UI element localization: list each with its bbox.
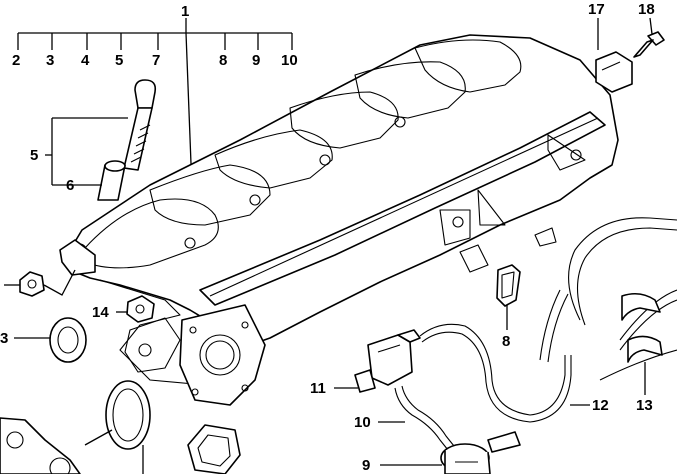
pressure-converter-part-11 [334,329,421,393]
throttle-body-partial [0,417,113,474]
callout-3-top: 3 [46,52,54,69]
square-gasket [187,424,241,474]
callout-3: 3 [0,330,8,347]
callout-7: 7 [152,52,160,69]
vacuum-hose-part-12 [419,323,590,423]
callout-17: 17 [588,1,605,18]
callout-12: 12 [592,397,609,414]
callout-9-top: 9 [252,52,260,69]
callout-1: 1 [181,3,189,20]
hose-part-10 [378,385,455,451]
vacuum-hose-routing [539,217,677,381]
callout-11: 11 [310,380,326,397]
callout-2: 2 [12,52,20,69]
callout-5-top: 5 [115,52,123,69]
callout-labels: 1 2 3 4 5 7 8 9 10 5 6 3 14 17 18 8 11 1… [0,1,655,474]
seal-ring-part-3 [14,317,87,363]
callout-8: 8 [502,333,510,350]
callout-14: 14 [92,304,109,321]
intake-manifold-part-1 [59,34,619,406]
bolt-part-5 [123,79,157,171]
callout-8-top: 8 [219,52,227,69]
hose-clips-part-13 [621,292,663,395]
callout-4: 4 [81,52,90,69]
leader-5-6 [45,117,128,186]
nut-part-14 [116,295,155,323]
callout-6: 6 [66,177,74,194]
callout-13: 13 [636,397,653,414]
gasket-ring-lower [105,380,151,474]
screw-part-18 [633,17,665,58]
callout-18: 18 [638,1,655,18]
callout-10: 10 [354,414,371,431]
valve-part-9 [380,431,521,474]
callout-10-top: 10 [281,52,298,69]
bracket-part-17 [595,18,633,93]
nut-part-4-left [4,269,76,297]
sleeve-part-6 [97,160,126,201]
clip-part-8 [496,264,521,330]
callout-9: 9 [362,457,370,474]
callout-5: 5 [30,147,38,164]
